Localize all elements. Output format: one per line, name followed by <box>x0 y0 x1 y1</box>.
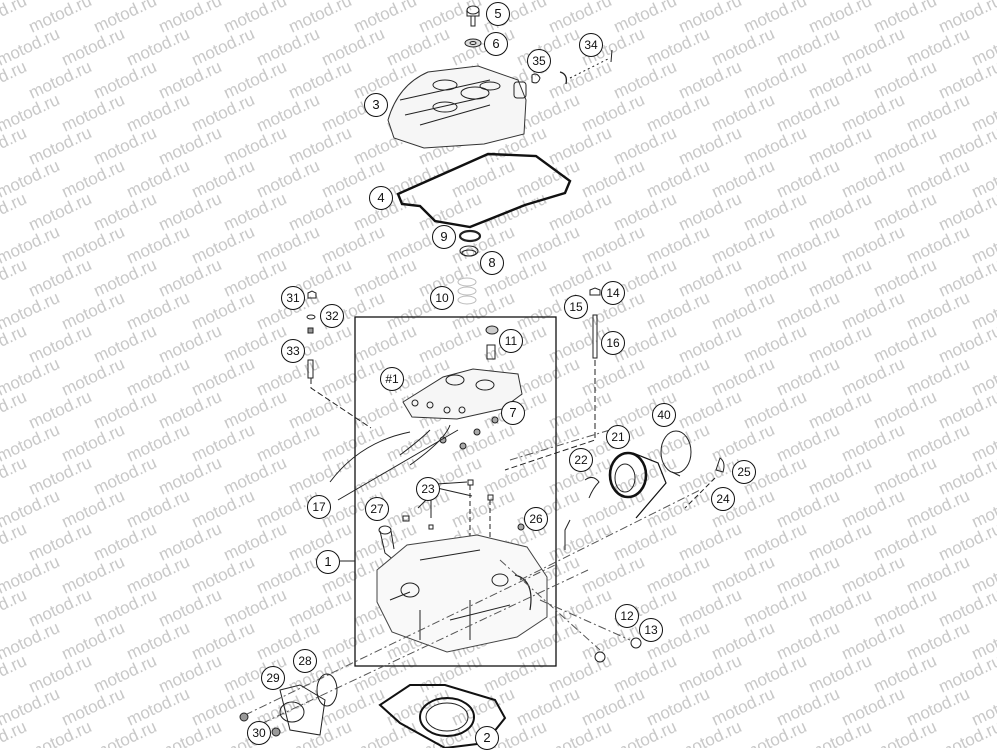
part-2-head-gasket <box>378 684 507 748</box>
callout-part-11[interactable]: 11 <box>499 329 523 353</box>
part-34-hose <box>559 49 613 85</box>
cylinder-head-group-box <box>354 316 557 667</box>
part-11-cap <box>485 325 499 360</box>
callout-part-6[interactable]: 6 <box>484 32 508 56</box>
callout-part-8[interactable]: 8 <box>480 251 504 275</box>
callout-part-7[interactable]: 7 <box>501 401 525 425</box>
part-7-nuts <box>439 416 499 450</box>
part-24-line <box>684 477 716 509</box>
callout-part-14[interactable]: 14 <box>601 281 625 305</box>
callout-part-28[interactable]: 28 <box>293 649 317 673</box>
callout-part-16[interactable]: 16 <box>601 331 625 355</box>
alignment-lines <box>244 429 701 731</box>
part-30-nuts <box>239 712 281 737</box>
part-1-cylinder-head <box>340 534 548 653</box>
part-14-nut <box>589 287 601 296</box>
callout-part-5[interactable]: 5 <box>486 2 510 26</box>
part-4-gasket <box>396 152 572 229</box>
part-5-bolt <box>466 5 480 27</box>
callout-part-13[interactable]: 13 <box>639 618 663 642</box>
part-26-plug <box>517 523 525 531</box>
callout-part-15[interactable]: 15 <box>564 295 588 319</box>
callout-part-4[interactable]: 4 <box>369 186 393 210</box>
callout-part-hash1[interactable]: #1 <box>380 367 404 391</box>
part-16-stud <box>504 314 598 471</box>
callout-part-24[interactable]: 24 <box>711 487 735 511</box>
callout-part-25[interactable]: 25 <box>732 460 756 484</box>
part-13-nut <box>630 637 642 649</box>
callout-part-29[interactable]: 29 <box>261 666 285 690</box>
callout-part-40[interactable]: 40 <box>652 403 676 427</box>
callout-part-9[interactable]: 9 <box>432 225 456 249</box>
callout-part-21[interactable]: 21 <box>606 425 630 449</box>
part-29-flange <box>279 684 326 736</box>
part-17-oil-line <box>329 429 459 501</box>
callout-part-35[interactable]: 35 <box>527 49 551 73</box>
part-31-nut <box>307 290 317 299</box>
part-22-clamp <box>564 476 600 550</box>
callout-part-30[interactable]: 30 <box>247 721 271 745</box>
callout-part-27[interactable]: 27 <box>365 497 389 521</box>
callout-part-10[interactable]: 10 <box>430 286 454 310</box>
callout-part-26[interactable]: 26 <box>524 507 548 531</box>
callout-part-12[interactable]: 12 <box>615 604 639 628</box>
part-21-intake-manifold <box>608 451 667 519</box>
part-27-tube <box>378 525 396 562</box>
part-10-shims <box>457 277 477 305</box>
callout-part-1[interactable]: 1 <box>316 550 340 574</box>
callout-part-32[interactable]: 32 <box>320 304 344 328</box>
callout-part-17[interactable]: 17 <box>307 495 331 519</box>
part-6-washer <box>464 38 482 48</box>
callout-part-33[interactable]: 33 <box>281 339 305 363</box>
callout-part-2[interactable]: 2 <box>475 726 499 750</box>
part-8-seal <box>459 245 479 257</box>
part-25-sensor <box>715 457 725 473</box>
part-28-gasket <box>316 673 338 707</box>
part-1-camshaft-carrier <box>399 368 523 466</box>
callout-part-31[interactable]: 31 <box>281 286 305 310</box>
callout-part-3[interactable]: 3 <box>364 93 388 117</box>
part-32-washer <box>306 314 316 334</box>
callout-part-22[interactable]: 22 <box>569 448 593 472</box>
callout-part-23[interactable]: 23 <box>416 477 440 501</box>
callout-part-34[interactable]: 34 <box>579 33 603 57</box>
part-33-stud <box>307 359 372 429</box>
part-9-oring <box>458 229 482 243</box>
part-12-nut <box>594 651 606 663</box>
part-3-valve-cover <box>387 65 527 149</box>
part-40-clamp <box>660 430 692 477</box>
part-35-clamp <box>531 73 541 84</box>
